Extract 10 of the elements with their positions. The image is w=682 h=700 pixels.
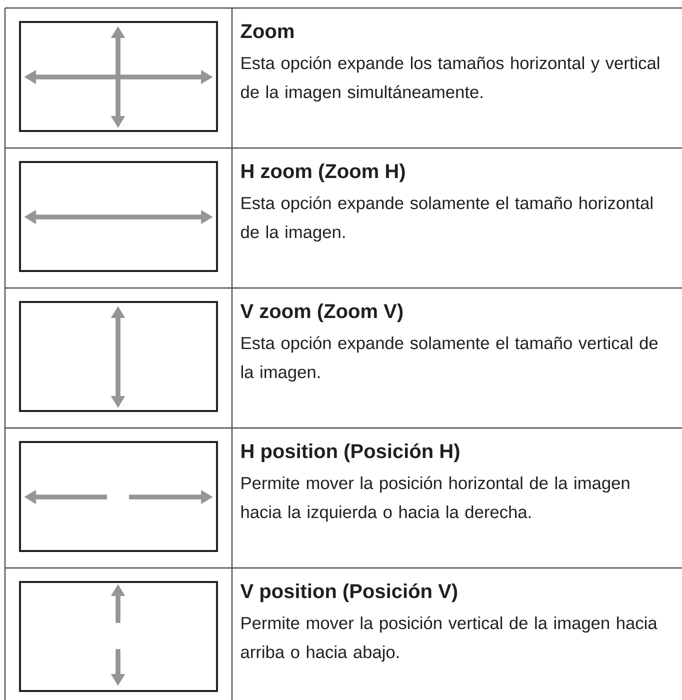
description-text: Esta opción expande solamente el tamaño horizontal de la imagen. bbox=[241, 196, 652, 242]
description-text: Permite mover la posición horizontal de la imagen hacia la izquierda o hacia la derecha. bbox=[241, 476, 630, 522]
row-heading: Zoom bbox=[240, 24, 294, 38]
description-text: Esta opción expande los tamaños horizontal y vertical de la imagen simultáneamente. bbox=[241, 56, 660, 102]
description-text: Esta opción expande solamente el tamaño vertical de la imagen. bbox=[241, 336, 658, 382]
row-heading: H zoom (Zoom H) bbox=[242, 164, 405, 182]
description-text: Permite mover la posición vertical de la imagen hacia arriba o hacia abajo. bbox=[241, 616, 658, 662]
row-heading: V position (Posición V) bbox=[240, 583, 458, 602]
row-heading: V zoom (Zoom V) bbox=[240, 304, 403, 322]
row-heading: H position (Posición H) bbox=[242, 443, 460, 462]
